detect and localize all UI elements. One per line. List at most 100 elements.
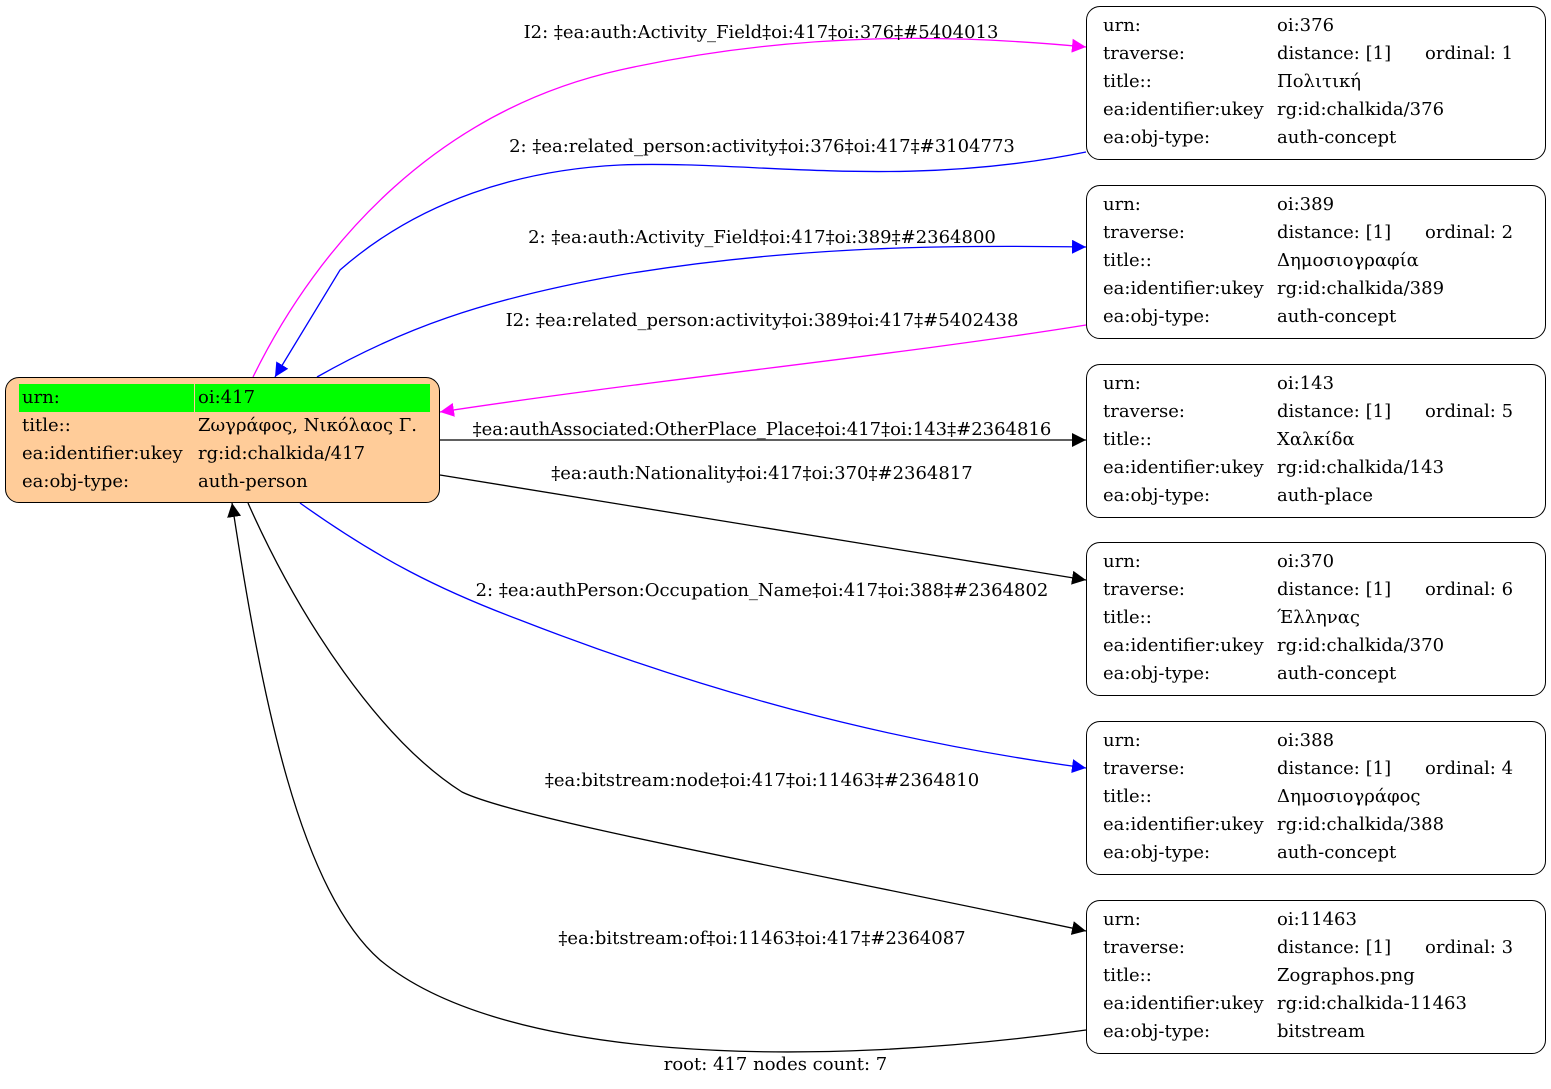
type-value: auth-concept	[1277, 306, 1397, 327]
type-value: auth-concept	[1277, 127, 1397, 148]
title-value: Δημοσιογραφία	[1277, 250, 1419, 271]
root-title-key: title::	[22, 415, 71, 436]
distance-value: distance: [1]	[1277, 758, 1392, 779]
edge-activity-field-376	[252, 37, 1087, 378]
title-key: title::	[1103, 71, 1152, 92]
edge-occupation-388	[299, 502, 1087, 774]
edge-bitstream-node-11463	[247, 502, 1087, 935]
node-11463[interactable]: urn: oi:11463 traverse: distance: [1] ordin…	[1086, 900, 1546, 1054]
urn-value: oi:389	[1277, 194, 1335, 215]
ukey-value: rg:id:chalkida/388	[1277, 814, 1445, 835]
ukey-key: ea:identifier:ukey	[1103, 993, 1264, 1014]
edge-nationality-370	[439, 474, 1087, 585]
urn-value: oi:11463	[1277, 909, 1357, 930]
node-389[interactable]: urn: oi:389 traverse: distance: [1] ordinal…	[1086, 185, 1546, 339]
urn-value: oi:370	[1277, 551, 1335, 572]
type-value: auth-concept	[1277, 663, 1397, 684]
edge-related-person-389	[439, 324, 1087, 417]
type-key: ea:obj-type:	[1103, 663, 1211, 684]
type-key: ea:obj-type:	[1103, 1021, 1211, 1042]
ukey-key: ea:identifier:ukey	[1103, 814, 1264, 835]
type-value: bitstream	[1277, 1021, 1366, 1042]
urn-key: urn:	[1103, 551, 1141, 572]
traverse-key: traverse:	[1103, 401, 1185, 422]
ukey-key: ea:identifier:ukey	[1103, 278, 1264, 299]
distance-value: distance: [1]	[1277, 43, 1392, 64]
root-urn-key: urn:	[19, 384, 194, 412]
urn-key: urn:	[1103, 15, 1141, 36]
ordinal-value: ordinal: 5	[1425, 401, 1514, 422]
urn-key: urn:	[1103, 194, 1141, 215]
edge-related-person-376	[274, 151, 1087, 378]
node-143[interactable]: urn: oi:143 traverse: distance: [1] ordinal…	[1086, 364, 1546, 518]
ukey-key: ea:identifier:ukey	[1103, 635, 1264, 656]
ukey-value: rg:id:chalkida/143	[1277, 457, 1445, 478]
urn-value: oi:388	[1277, 730, 1335, 751]
urn-key: urn:	[1103, 373, 1141, 394]
urn-key: urn:	[1103, 909, 1141, 930]
edge-label: 2: ‡ea:authPerson:Occupation_Name‡oi:417…	[476, 580, 1049, 601]
root-ukey-key: ea:identifier:ukey	[22, 443, 183, 464]
root-type-value: auth-person	[198, 471, 308, 492]
root-urn-value: oi:417	[195, 384, 430, 412]
title-value: Έλληνας	[1277, 607, 1360, 628]
distance-value: distance: [1]	[1277, 222, 1392, 243]
ordinal-value: ordinal: 3	[1425, 937, 1514, 958]
edge-label: ‡ea:auth:Nationality‡oi:417‡oi:370‡#2364…	[551, 463, 973, 484]
root-type-key: ea:obj-type:	[22, 471, 130, 492]
ukey-key: ea:identifier:ukey	[1103, 457, 1264, 478]
edge-label: ‡ea:bitstream:node‡oi:417‡oi:11463‡#2364…	[545, 770, 979, 791]
root-ukey-value: rg:id:chalkida/417	[198, 443, 366, 464]
edge-label: ‡ea:bitstream:of‡oi:11463‡oi:417‡#236408…	[558, 928, 965, 949]
type-key: ea:obj-type:	[1103, 306, 1211, 327]
ukey-value: rg:id:chalkida/389	[1277, 278, 1445, 299]
ukey-value: rg:id:chalkida-11463	[1277, 993, 1467, 1014]
type-key: ea:obj-type:	[1103, 842, 1211, 863]
node-370[interactable]: urn: oi:370 traverse: distance: [1] ordinal…	[1086, 542, 1546, 696]
graph-footer-caption: root: 417 nodes count: 7	[663, 1054, 888, 1075]
ordinal-value: ordinal: 6	[1425, 579, 1514, 600]
title-key: title::	[1103, 965, 1152, 986]
root-title-value: Ζωγράφος, Νικόλαος Γ.	[198, 415, 417, 436]
distance-value: distance: [1]	[1277, 937, 1392, 958]
urn-value: oi:376	[1277, 15, 1335, 36]
root-node[interactable]: urn: oi:417 title:: Ζωγράφος, Νικόλαος Γ…	[5, 377, 440, 503]
edge-bitstream-of-11463	[227, 502, 1087, 1053]
type-value: auth-concept	[1277, 842, 1397, 863]
edge-label: I2: ‡ea:related_person:activity‡oi:389‡o…	[506, 310, 1019, 331]
ukey-value: rg:id:chalkida/370	[1277, 635, 1445, 656]
edge-label: 2: ‡ea:auth:Activity_Field‡oi:417‡oi:389…	[528, 227, 996, 248]
ukey-key: ea:identifier:ukey	[1103, 99, 1264, 120]
node-376[interactable]: urn: oi:376 traverse: distance: [1] ordinal…	[1086, 6, 1546, 160]
traverse-key: traverse:	[1103, 43, 1185, 64]
edge-activity-field-389	[316, 239, 1087, 378]
title-value: Zographos.png	[1277, 965, 1415, 986]
title-value: Πολιτική	[1277, 71, 1362, 92]
title-value: Δημοσιογράφος	[1277, 786, 1421, 807]
distance-value: distance: [1]	[1277, 401, 1392, 422]
urn-key: urn:	[1103, 730, 1141, 751]
edge-label: 2: ‡ea:related_person:activity‡oi:376‡oi…	[509, 136, 1015, 157]
title-key: title::	[1103, 250, 1152, 271]
urn-value: oi:143	[1277, 373, 1335, 394]
title-key: title::	[1103, 607, 1152, 628]
edge-label: I2: ‡ea:auth:Activity_Field‡oi:417‡oi:37…	[524, 22, 999, 43]
node-388[interactable]: urn: oi:388 traverse: distance: [1] ordinal…	[1086, 721, 1546, 875]
ukey-value: rg:id:chalkida/376	[1277, 99, 1445, 120]
traverse-key: traverse:	[1103, 937, 1185, 958]
traverse-key: traverse:	[1103, 222, 1185, 243]
ordinal-value: ordinal: 4	[1425, 758, 1514, 779]
title-key: title::	[1103, 786, 1152, 807]
title-value: Χαλκίδα	[1277, 429, 1355, 450]
traverse-key: traverse:	[1103, 579, 1185, 600]
ordinal-value: ordinal: 1	[1425, 43, 1514, 64]
ordinal-value: ordinal: 2	[1425, 222, 1514, 243]
distance-value: distance: [1]	[1277, 579, 1392, 600]
edge-label: ‡ea:authAssociated:OtherPlace_Place‡oi:4…	[473, 419, 1052, 440]
type-key: ea:obj-type:	[1103, 485, 1211, 506]
type-value: auth-place	[1277, 485, 1373, 506]
title-key: title::	[1103, 429, 1152, 450]
type-key: ea:obj-type:	[1103, 127, 1211, 148]
traverse-key: traverse:	[1103, 758, 1185, 779]
